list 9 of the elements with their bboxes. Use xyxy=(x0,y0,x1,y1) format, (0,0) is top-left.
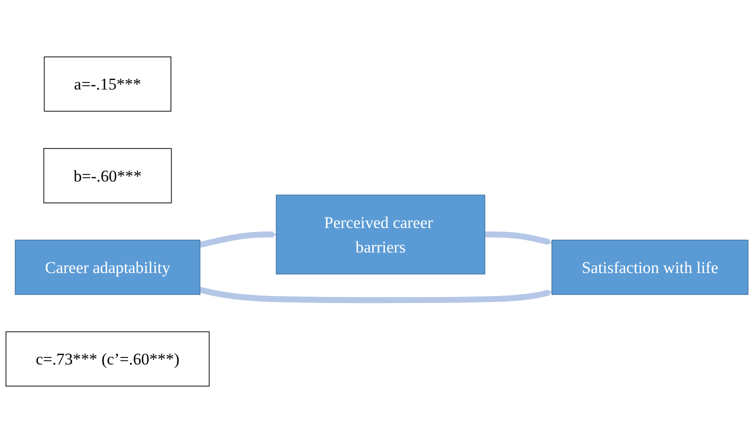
node-box: Career adaptability xyxy=(14,240,200,295)
node-box: c=.73*** (c’=.60***) xyxy=(6,331,210,387)
node-box: Satisfaction with life xyxy=(552,240,748,295)
node-box: a=-.15*** xyxy=(44,56,172,112)
arrow xyxy=(199,231,277,248)
node-box: b=-.60*** xyxy=(43,148,172,204)
arrow xyxy=(484,232,552,246)
arrow xyxy=(199,286,552,304)
node-box: Perceived career barriers xyxy=(276,194,486,274)
